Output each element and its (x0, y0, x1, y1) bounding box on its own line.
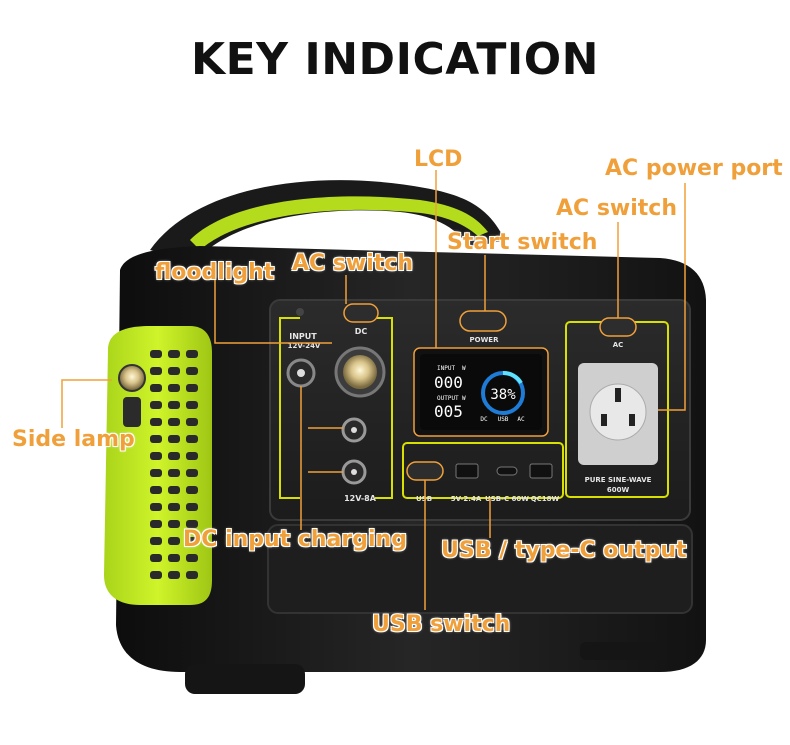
input-label: INPUT (289, 332, 317, 341)
vent-slot (150, 401, 162, 409)
ac-switch (599, 317, 637, 337)
usb-label: USB (416, 495, 432, 503)
handle-grip (190, 196, 488, 250)
label-ac-switch-right: AC switch (556, 196, 678, 221)
front-lower-panel (267, 524, 693, 614)
vent-slot (150, 418, 162, 426)
vent-slot (150, 435, 162, 443)
vent-slot (186, 384, 198, 392)
vent-slot (150, 520, 162, 528)
callout-lines (61, 170, 686, 610)
vent-slot (186, 520, 198, 528)
vent-slot (150, 469, 162, 477)
vent-slot (168, 469, 180, 477)
vent-slot (150, 503, 162, 511)
label-dc-input-charging: DC input charging (183, 527, 407, 552)
qc-port (529, 463, 553, 479)
qc-label: QC18W (531, 495, 560, 503)
lcd-input-unit: W (462, 365, 466, 372)
vent-slot (168, 350, 180, 358)
lcd-percent: 38% (490, 387, 516, 403)
input-range-label: 12V-24V (288, 342, 321, 350)
label-ac-switch-left: AC switch (292, 251, 414, 276)
lcd-input-value: 000 (434, 373, 463, 392)
vent-slot (186, 418, 198, 426)
usb-c-port (496, 466, 518, 476)
vent-slot (150, 452, 162, 460)
foot-right (580, 642, 660, 660)
vent-slot (168, 486, 180, 494)
dc-switch (343, 303, 379, 323)
vent-slot (168, 554, 180, 562)
vent-slot (150, 350, 162, 358)
usb-a-port (455, 463, 479, 479)
side-vent-holes (150, 350, 198, 579)
vent-slot (168, 435, 180, 443)
vent-slot (150, 554, 162, 562)
page-title: KEY INDICATION (191, 34, 599, 85)
vent-slot (186, 537, 198, 545)
side-green-panel (104, 326, 212, 605)
dc-out-label: 12V-8A (344, 494, 377, 503)
vent-slot (150, 384, 162, 392)
vent-slot (186, 367, 198, 375)
vent-slot (168, 452, 180, 460)
side-lamp-button (123, 397, 141, 427)
label-start-switch: Start switch (447, 230, 598, 255)
label-side-lamp: Side lamp (12, 427, 135, 452)
vent-slot (150, 571, 162, 579)
vent-slot (168, 537, 180, 545)
vent-slot (186, 571, 198, 579)
label-usb-typec-output: USB / type-C output (441, 538, 687, 563)
vent-slot (150, 367, 162, 375)
label-usb-switch: USB switch (372, 612, 511, 637)
vent-slot (186, 401, 198, 409)
vent-slot (150, 486, 162, 494)
vent-slot (186, 554, 198, 562)
vent-slot (186, 486, 198, 494)
vent-slot (186, 469, 198, 477)
lcd-usb: USB (498, 416, 509, 423)
vent-slot (168, 503, 180, 511)
power-label: POWER (470, 336, 500, 344)
lcd-input-label: INPUT (437, 365, 455, 372)
vent-slot (168, 401, 180, 409)
vent-slot (186, 435, 198, 443)
lcd-output-label: OUTPUT (437, 395, 459, 402)
vent-slot (186, 452, 198, 460)
sine-label: PURE SINE-WAVE (585, 476, 652, 484)
vent-slot (150, 537, 162, 545)
lcd-dc: DC (480, 416, 488, 423)
usb-c-label: USB-C 60W (485, 495, 529, 503)
floodlight-sensor (296, 308, 304, 316)
dc-label: DC (355, 327, 368, 336)
vent-slot (168, 418, 180, 426)
ac-label: AC (613, 341, 624, 349)
lcd-output-unit: W (462, 395, 466, 402)
lcd-ac: AC (517, 416, 525, 423)
vent-slot (168, 520, 180, 528)
vent-slot (168, 367, 180, 375)
vent-slot (168, 384, 180, 392)
usb-a-label: 5V-2.4A (451, 495, 482, 503)
side-lamp (118, 364, 146, 392)
label-lcd: LCD (414, 147, 463, 172)
power-button (459, 310, 507, 332)
label-floodlight: floodlight (155, 260, 275, 285)
lcd-output-value: 005 (434, 402, 463, 421)
watt-label: 600W (607, 486, 630, 494)
vent-slot (186, 503, 198, 511)
label-ac-power-port: AC power port (605, 156, 783, 181)
foot-left (185, 664, 305, 694)
usb-switch (406, 461, 444, 481)
vent-slot (186, 350, 198, 358)
vent-slot (168, 571, 180, 579)
